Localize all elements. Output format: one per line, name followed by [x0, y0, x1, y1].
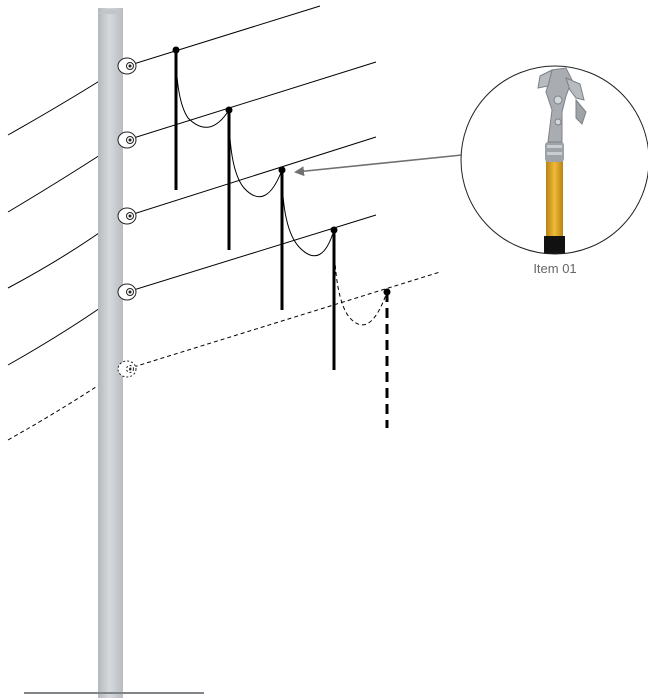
grounding-assembly-4	[331, 227, 388, 371]
grounding-assembly-3	[279, 167, 335, 311]
insulator-icon	[118, 284, 136, 300]
insulator-icon	[118, 58, 136, 74]
power-lines	[8, 6, 440, 440]
grounding-assemblies	[173, 47, 391, 429]
grounding-assembly-1	[173, 47, 230, 191]
grounding-assembly-5-dashed	[384, 289, 391, 429]
insulator-icon	[118, 208, 136, 224]
power-line-1	[127, 6, 320, 66]
callout-caption: Item 01	[505, 261, 605, 276]
power-line-3	[127, 137, 376, 216]
power-line-2	[127, 62, 376, 140]
insulator-icon	[118, 132, 136, 148]
insulator-icon	[118, 361, 136, 377]
grounding-assembly-2	[226, 107, 283, 251]
callout-arrow	[296, 155, 462, 172]
power-line-4	[127, 215, 376, 292]
callout-magnifier	[461, 66, 648, 260]
